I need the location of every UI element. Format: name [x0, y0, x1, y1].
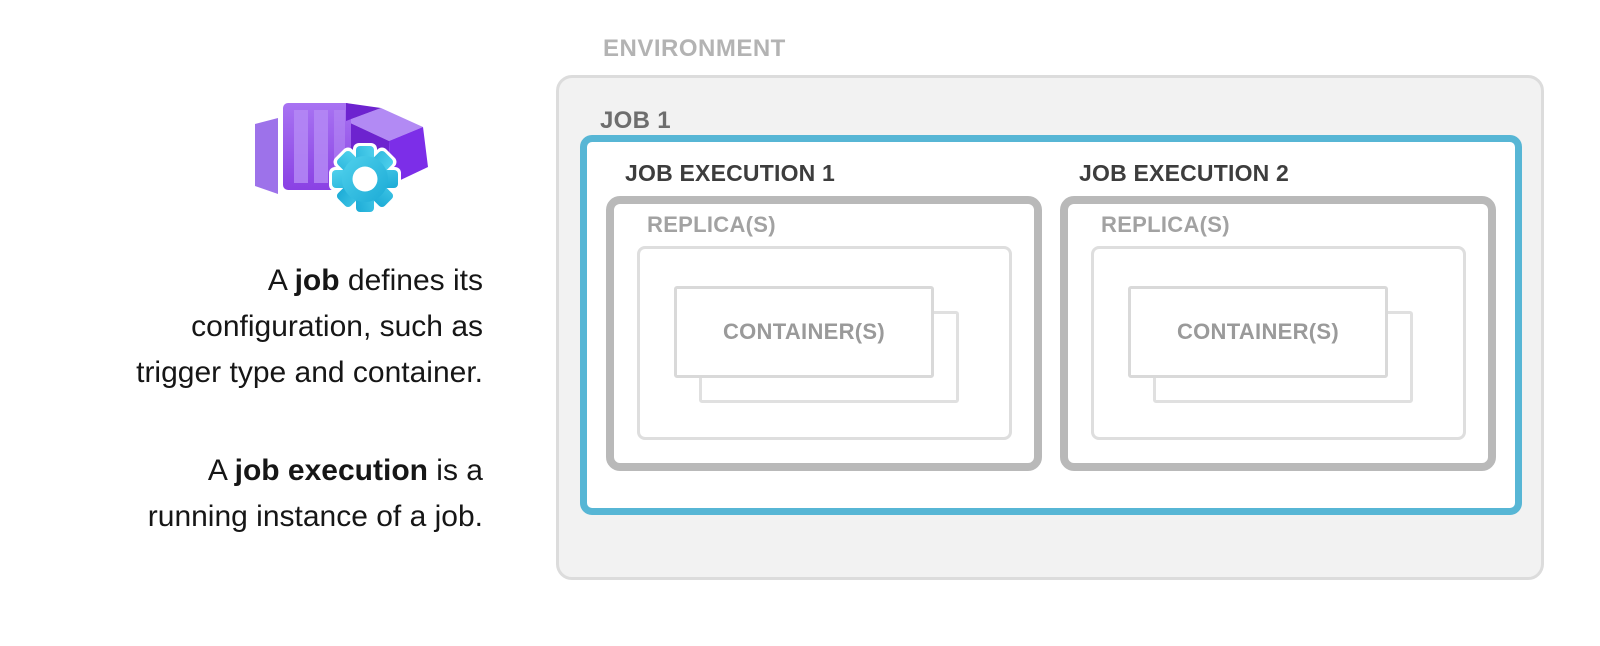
- caption-line: A: [207, 454, 235, 487]
- gear-icon: [329, 143, 401, 215]
- job-execution-2: JOB EXECUTION 2 REPLICA(S) CONTAINER(S): [1060, 160, 1496, 508]
- caption-line: running instance of a job.: [147, 500, 483, 533]
- job-box: JOB EXECUTION 1 REPLICA(S) CONTAINER(S) …: [580, 135, 1522, 515]
- caption-line: is a: [427, 454, 483, 487]
- container-label: CONTAINER(S): [1176, 319, 1340, 344]
- replica-box: CONTAINER(S): [1091, 246, 1466, 440]
- caption-line: configuration, such as: [191, 310, 483, 343]
- container-apps-job-icon: [255, 103, 428, 215]
- job-execution-bold-term: job execution: [234, 454, 428, 487]
- job-bold-term: job: [294, 264, 340, 297]
- job-execution-1-box: REPLICA(S) CONTAINER(S): [606, 196, 1042, 471]
- job-label: JOB 1: [600, 107, 671, 134]
- replica-label: REPLICA(S): [1101, 212, 1230, 237]
- caption-line: A: [267, 264, 295, 297]
- job-execution-definition-text: A job execution is a running instance of…: [13, 448, 483, 540]
- caption-text: A job defines its configuration, such as…: [13, 258, 483, 540]
- job-execution-1: JOB EXECUTION 1 REPLICA(S) CONTAINER(S): [606, 160, 1042, 508]
- container-box-front: CONTAINER(S): [1128, 286, 1388, 378]
- job-definition-text: A job defines its configuration, such as…: [13, 258, 483, 396]
- job-execution-1-label: JOB EXECUTION 1: [625, 160, 836, 186]
- replica-label: REPLICA(S): [647, 212, 776, 237]
- replica-box: CONTAINER(S): [637, 246, 1012, 440]
- job-execution-2-label: JOB EXECUTION 2: [1079, 160, 1290, 186]
- container-box-front: CONTAINER(S): [674, 286, 934, 378]
- container-label: CONTAINER(S): [722, 319, 886, 344]
- caption-line: trigger type and container.: [136, 356, 483, 389]
- caption-line: defines its: [339, 264, 483, 297]
- environment-box: JOB 1 JOB EXECUTION 1 REPLICA(S) CONTAIN…: [556, 75, 1544, 580]
- environment-label: ENVIRONMENT: [603, 35, 786, 62]
- job-execution-2-box: REPLICA(S) CONTAINER(S): [1060, 196, 1496, 471]
